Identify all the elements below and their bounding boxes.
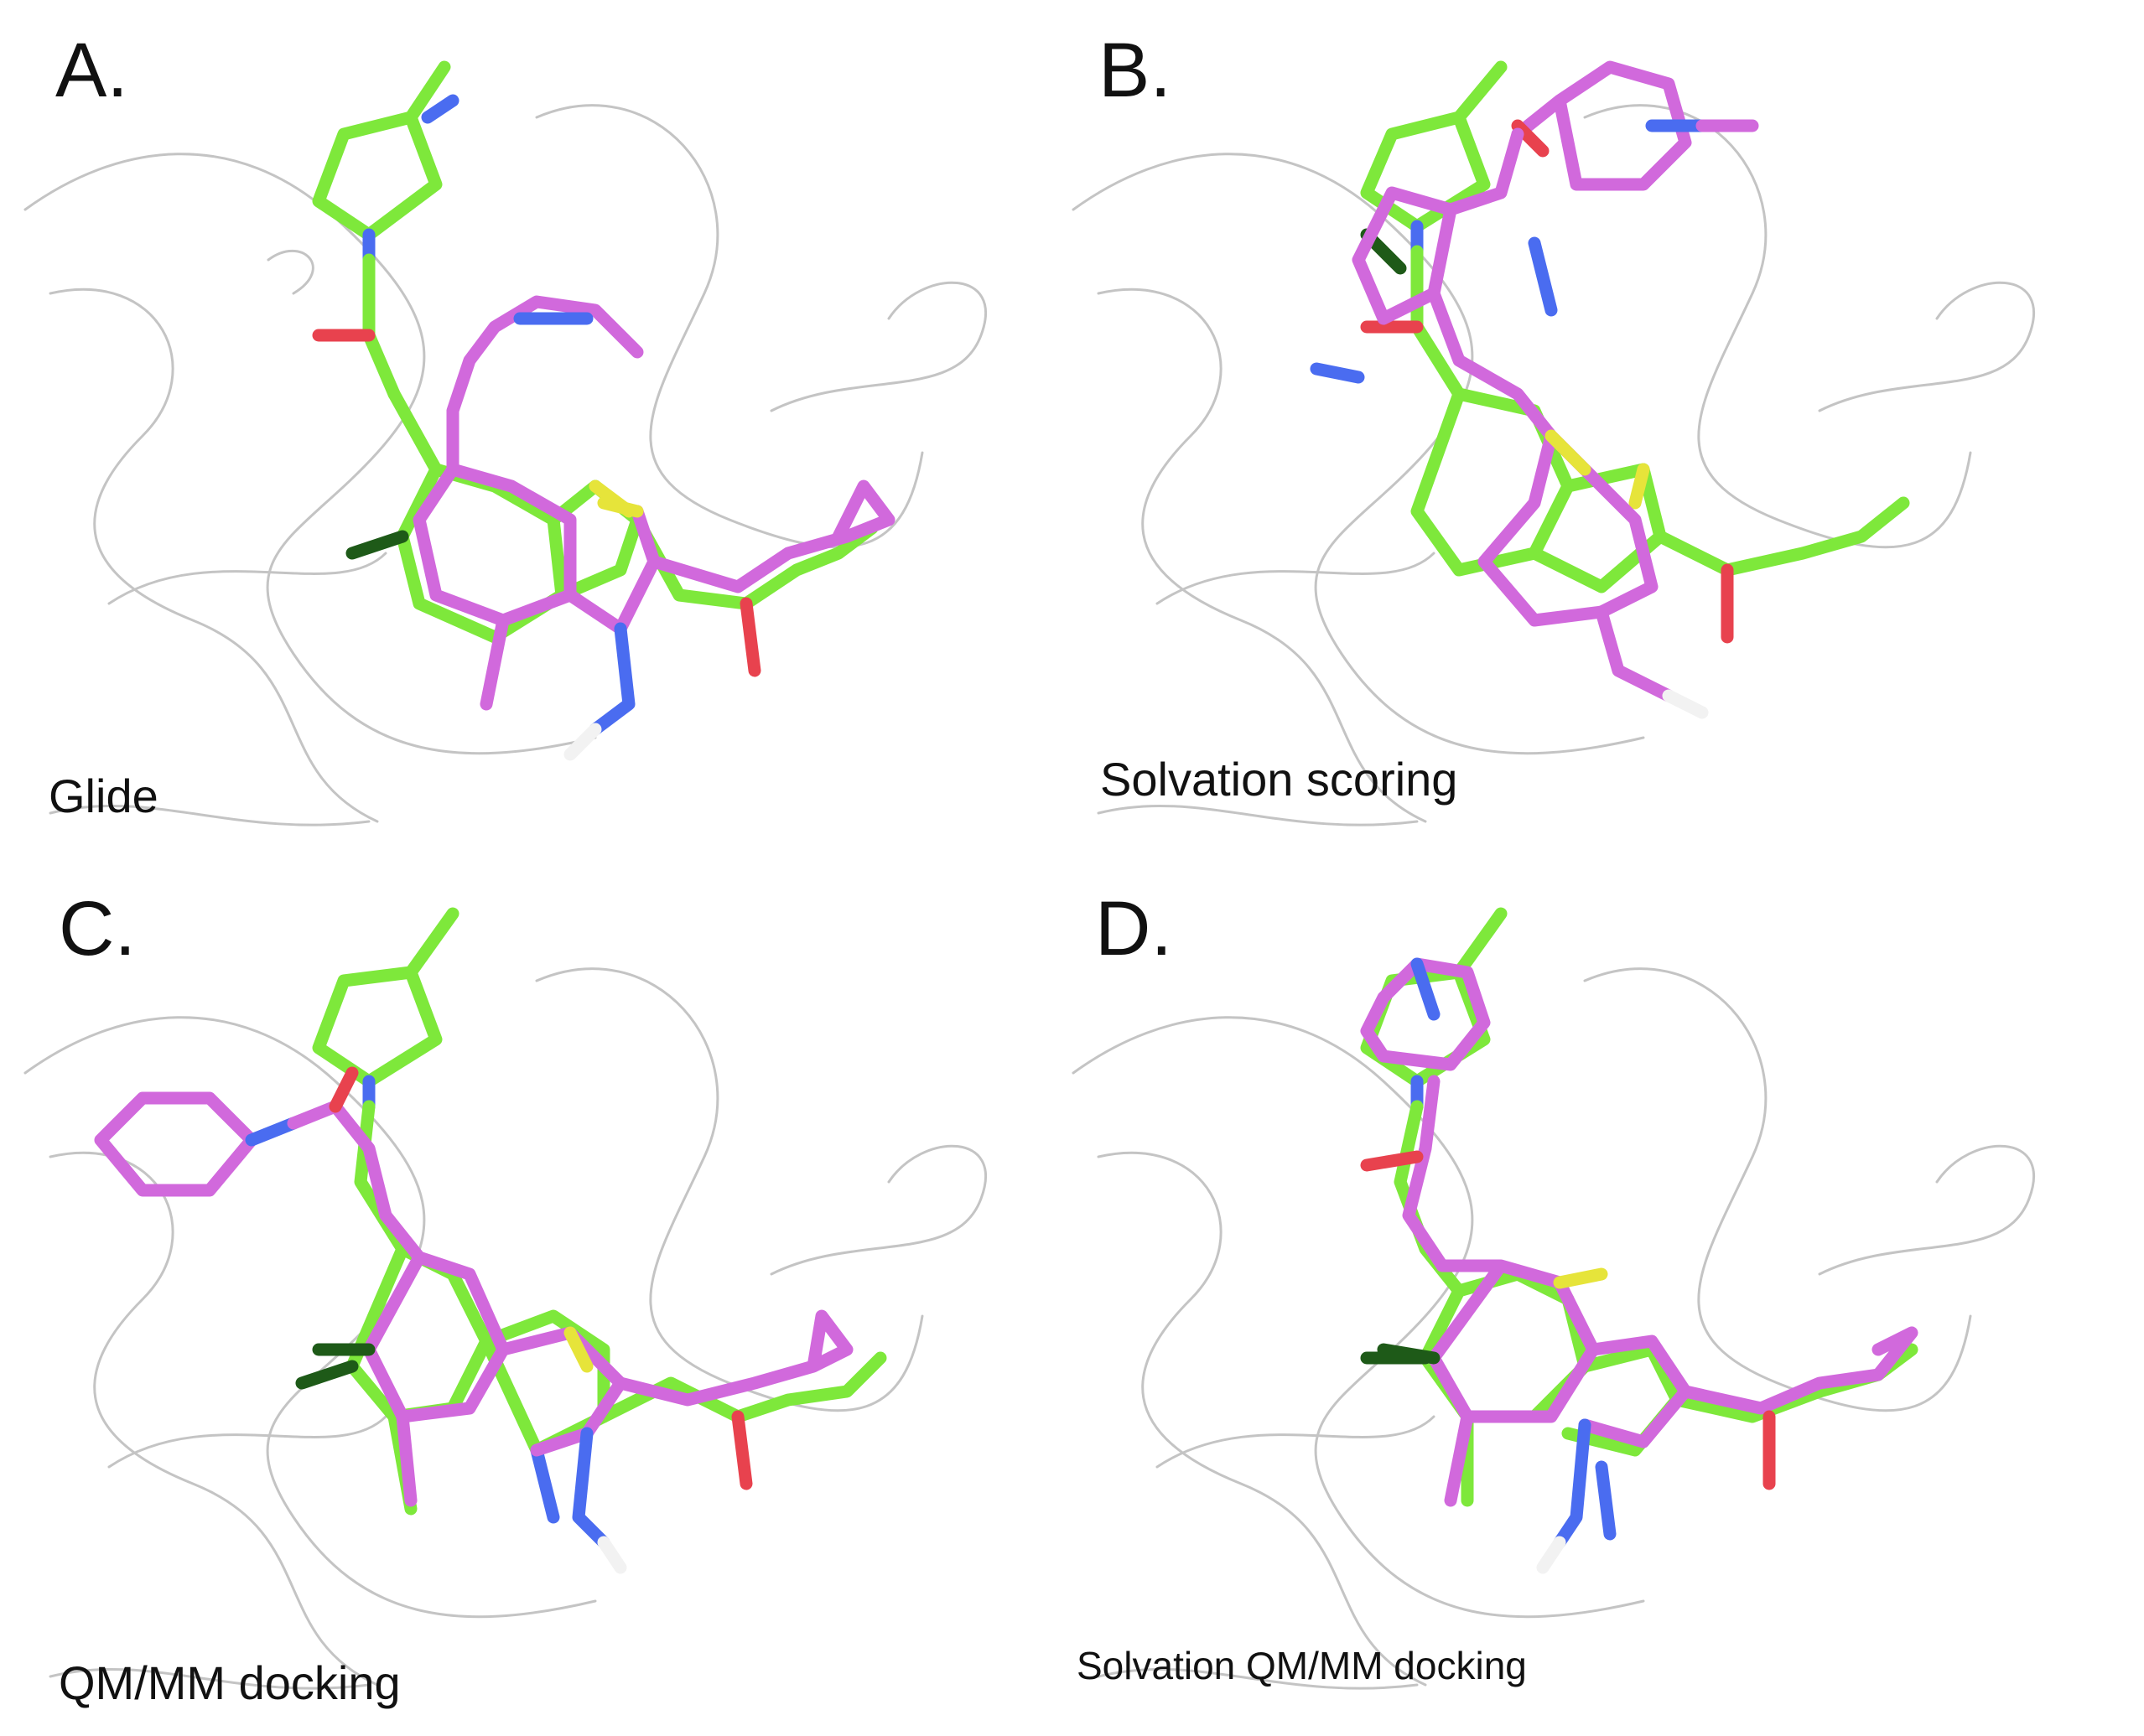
- docked-ligand-pose: [413, 295, 895, 761]
- panel-c-structure: [23, 907, 987, 1690]
- panel-d: D. Solvation QM/MM docking: [1065, 880, 2113, 1718]
- panel-letter: B.: [1098, 28, 1171, 113]
- method-label: QM/MM docking: [59, 1656, 401, 1709]
- protein-backbone-coil: [1072, 967, 2035, 1690]
- panel-a: A. Glide: [17, 17, 1065, 855]
- protein-backbone-coil: [1072, 104, 2035, 827]
- panel-c: C. QM/MM docking: [17, 880, 1065, 1718]
- panel-d-structure: [1072, 907, 2035, 1690]
- method-label: Solvation QM/MM docking: [1077, 1644, 1527, 1687]
- panel-b-structure: [1072, 60, 2035, 827]
- docked-ligand-pose: [1310, 60, 1759, 719]
- panel-a-structure: [23, 60, 987, 827]
- docked-ligand-pose: [1360, 957, 1918, 1574]
- reference-ligand: [1360, 60, 1910, 644]
- panel-letter: D.: [1095, 886, 1172, 972]
- method-label: Solvation scoring: [1100, 753, 1458, 806]
- panel-b: B. Solvation scoring: [1065, 17, 2113, 855]
- method-label: Glide: [49, 770, 158, 822]
- protein-backbone-coil: [23, 104, 987, 827]
- reference-ligand: [312, 60, 879, 677]
- panel-letter: A.: [55, 28, 128, 113]
- panel-letter: C.: [59, 886, 136, 972]
- docked-ligand-pose: [94, 1066, 854, 1574]
